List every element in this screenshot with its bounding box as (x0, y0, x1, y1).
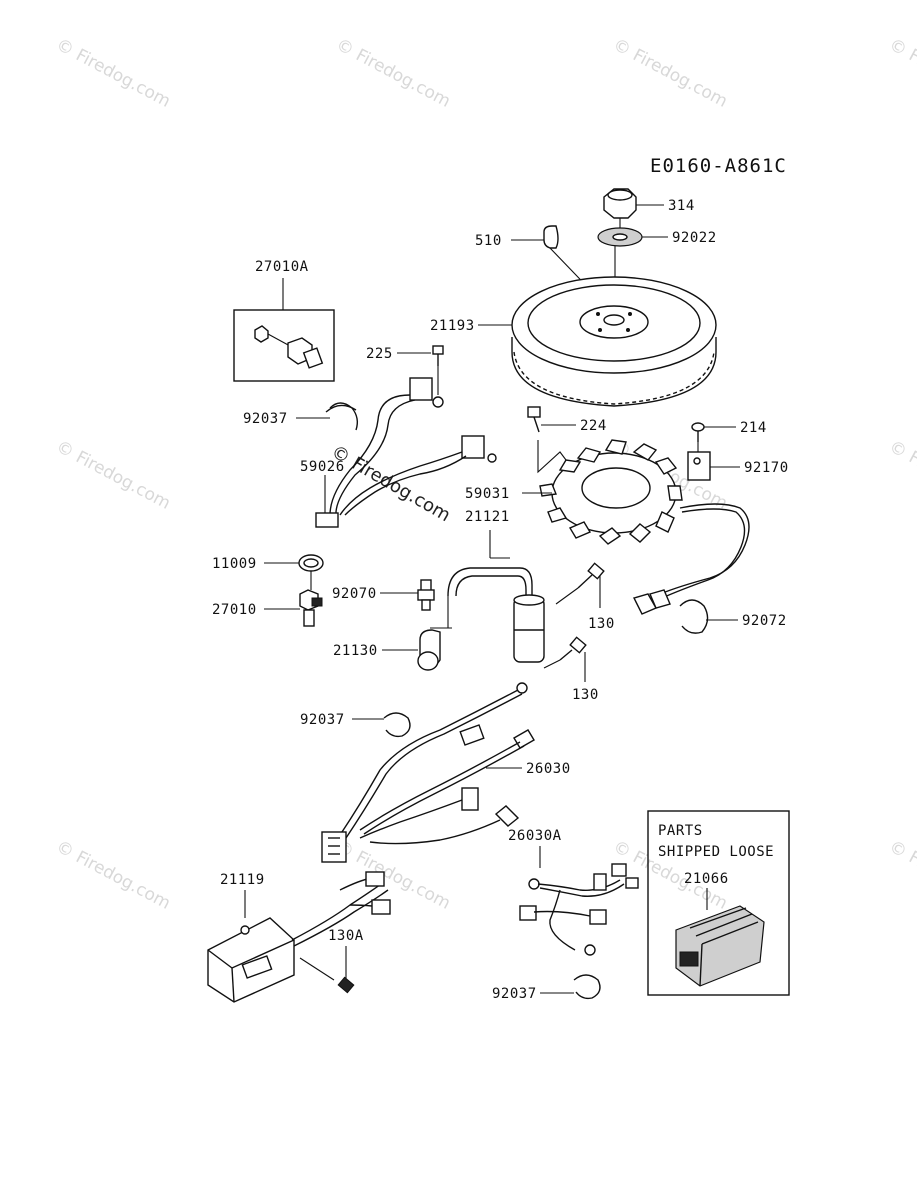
part-number-label: 21066 (684, 871, 729, 887)
watermark: © Firedog.com (886, 35, 917, 112)
washer-92022-part (597, 218, 668, 300)
part-number-label: 225 (366, 346, 393, 362)
clamp-92037-part (352, 712, 411, 738)
part-number-label: 26030A (508, 828, 562, 844)
bolt-130-part (555, 562, 605, 608)
parts-shipped-loose-box: PARTS SHIPPED LOOSE 21066 (647, 810, 790, 996)
loose-box-line2: SHIPPED LOOSE (658, 844, 774, 860)
clamp-92037-part (540, 974, 601, 1000)
part-number-label: 92022 (672, 230, 717, 246)
clamp-92072-part (679, 599, 738, 634)
diagram-code: E0160-A861C (650, 155, 787, 177)
spark-plug-92070-part (380, 579, 435, 611)
watermark: © Firedog.com (610, 35, 731, 112)
part-number-label: 21193 (430, 318, 475, 334)
clamp-92037-part (296, 402, 359, 431)
part-number-label: 92170 (744, 460, 789, 476)
part-number-label: 27010 (212, 602, 257, 618)
bolt-130A-part (299, 946, 355, 994)
ignition-coil-21121-part (430, 530, 545, 663)
part-number-label: 130A (328, 928, 364, 944)
harness-59026-part (315, 377, 497, 528)
main-harness-26030-part (321, 682, 535, 863)
plug-cap-21130-part (382, 627, 452, 671)
part-number-label: 130 (572, 687, 599, 703)
watermark: © Firedog.com (886, 837, 917, 914)
part-number-label: 92037 (243, 411, 288, 427)
part-number-label: 92037 (492, 986, 537, 1002)
part-number-label: 92037 (300, 712, 345, 728)
part-number-label: 314 (668, 198, 695, 214)
cdi-unit-21119-part (207, 871, 391, 1003)
loose-box-line1: PARTS (658, 823, 703, 839)
part-number-label: 59026 (300, 459, 345, 475)
part-number-label: 224 (580, 418, 607, 434)
watermark: © Firedog.com (886, 437, 917, 514)
oil-pressure-switch-27010A-part (233, 278, 335, 382)
watermark: © Firedog.com (53, 35, 174, 112)
nut-314-part (603, 188, 664, 219)
part-number-label: 21119 (220, 872, 265, 888)
screw-214-part (691, 422, 736, 442)
part-number-label: 130 (588, 616, 615, 632)
part-number-label: 26030 (526, 761, 571, 777)
part-number-label: 92072 (742, 613, 787, 629)
part-number-label: 27010A (255, 259, 309, 275)
watermark: © Firedog.com (333, 35, 454, 112)
bolt-130-part (543, 636, 587, 682)
washer-11009-part (264, 554, 324, 572)
watermark: © Firedog.com (53, 437, 174, 514)
oil-switch-27010-part (264, 571, 323, 627)
plate-92170-part (687, 442, 740, 481)
part-number-label: 21130 (333, 643, 378, 659)
part-number-label: 92070 (332, 586, 377, 602)
stator-59031-part (522, 439, 750, 615)
watermark: © Firedog.com (333, 837, 454, 914)
part-number-label: 59031 (465, 486, 510, 502)
sub-harness-26030A-part (519, 846, 639, 956)
watermark: © Firedog.com (53, 837, 174, 914)
part-number-label: 214 (740, 420, 767, 436)
flywheel-21193-part (478, 276, 717, 407)
part-number-label: 510 (475, 233, 502, 249)
part-number-label: 21121 (465, 509, 510, 525)
part-number-label: 11009 (212, 556, 257, 572)
bolt-225-part (397, 345, 444, 395)
regulator-21066-part (675, 905, 765, 987)
